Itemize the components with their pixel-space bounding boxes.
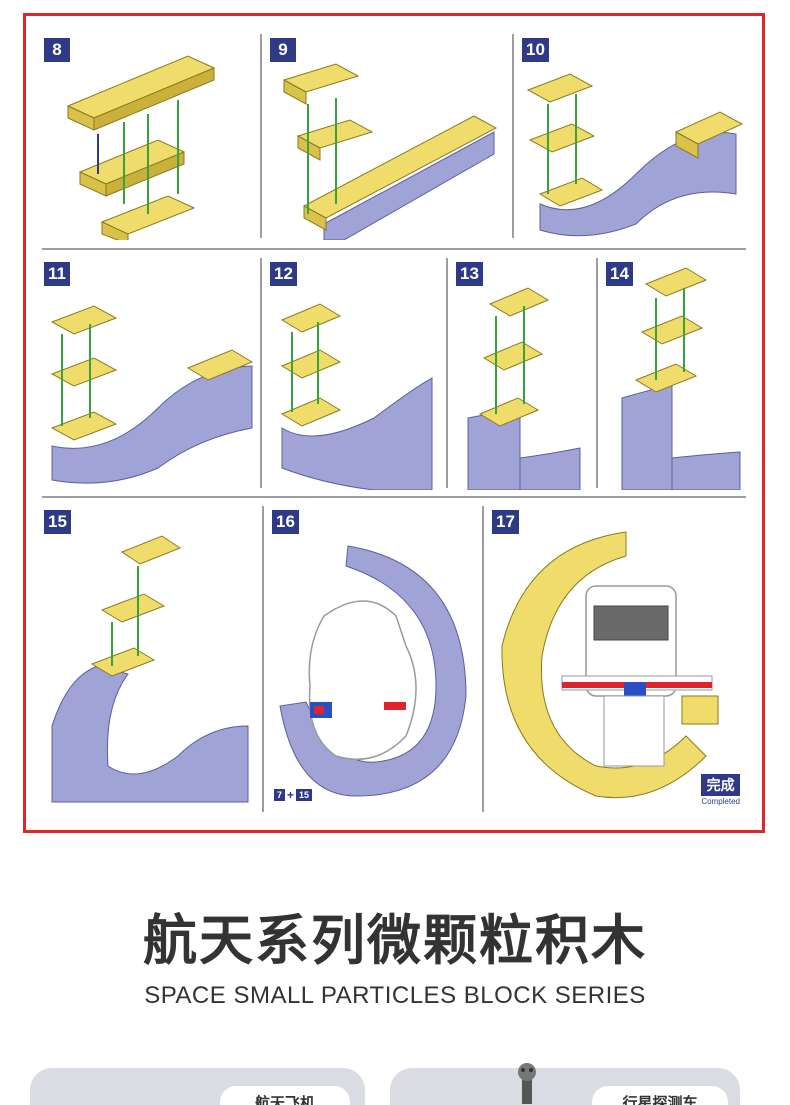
column-divider (260, 34, 262, 238)
column-divider (262, 506, 264, 812)
column-divider (260, 258, 262, 488)
step-16: 16 7 + 15 (266, 506, 480, 814)
product-label: 航天飞机 (220, 1086, 350, 1105)
row-divider (42, 248, 746, 250)
column-divider (446, 258, 448, 488)
ref-step-b: 15 (296, 789, 313, 801)
step-number-badge: 14 (606, 262, 633, 286)
step-17-illustration (501, 531, 719, 799)
step-number-badge: 8 (44, 38, 70, 62)
step-12: 12 (264, 258, 444, 490)
step-14-illustration (621, 267, 741, 490)
completed-badge: 完成 Completed (701, 774, 740, 806)
completed-label-en: Completed (701, 797, 740, 806)
step-8: 8 (38, 34, 254, 240)
step-13-illustration (467, 287, 581, 490)
product-card-rover[interactable]: 行星探测车 (390, 1063, 740, 1105)
series-subtitle: SPACE SMALL PARTICLES BLOCK SERIES (144, 982, 646, 1009)
product-card-shuttle[interactable]: 航天飞机 (30, 1068, 365, 1105)
column-divider (512, 34, 514, 238)
step-11: 11 (38, 258, 256, 490)
step-number-badge: 12 (270, 262, 297, 286)
step-number-badge: 10 (522, 38, 549, 62)
step-number-badge: 11 (44, 262, 70, 286)
step-11-illustration (50, 305, 254, 484)
step-number-badge: 13 (456, 262, 483, 286)
product-label: 行星探测车 (592, 1086, 728, 1105)
step-14: 14 (600, 258, 746, 490)
step-number-badge: 16 (272, 510, 299, 534)
step-12-illustration (280, 303, 433, 490)
step-15: 15 (38, 506, 258, 814)
step-number-badge: 15 (44, 510, 71, 534)
step-15-illustration (51, 535, 249, 803)
step-10: 10 (516, 34, 746, 240)
step-17: 17 完成 Completed (486, 506, 748, 814)
series-title: 航天系列微颗粒积木 (143, 909, 647, 972)
step-9: 9 (264, 34, 510, 240)
completed-label-cn: 完成 (701, 774, 740, 796)
step-10-illustration (526, 73, 744, 237)
step-number-badge: 9 (270, 38, 296, 62)
column-divider (596, 258, 598, 488)
step-13: 13 (450, 258, 594, 490)
step-number-badge: 17 (492, 510, 519, 534)
step-16-reference: 7 + 15 (274, 788, 313, 802)
step-16-illustration (279, 545, 467, 797)
ref-plus: + (287, 788, 295, 802)
row-divider (42, 496, 746, 498)
column-divider (482, 506, 484, 812)
instruction-frame: 8 9 1 (23, 13, 765, 833)
step-9-illustration (282, 63, 498, 240)
ref-step-a: 7 (274, 789, 286, 801)
step-8-illustration (66, 55, 216, 240)
rover-antenna-icon (518, 1063, 536, 1104)
